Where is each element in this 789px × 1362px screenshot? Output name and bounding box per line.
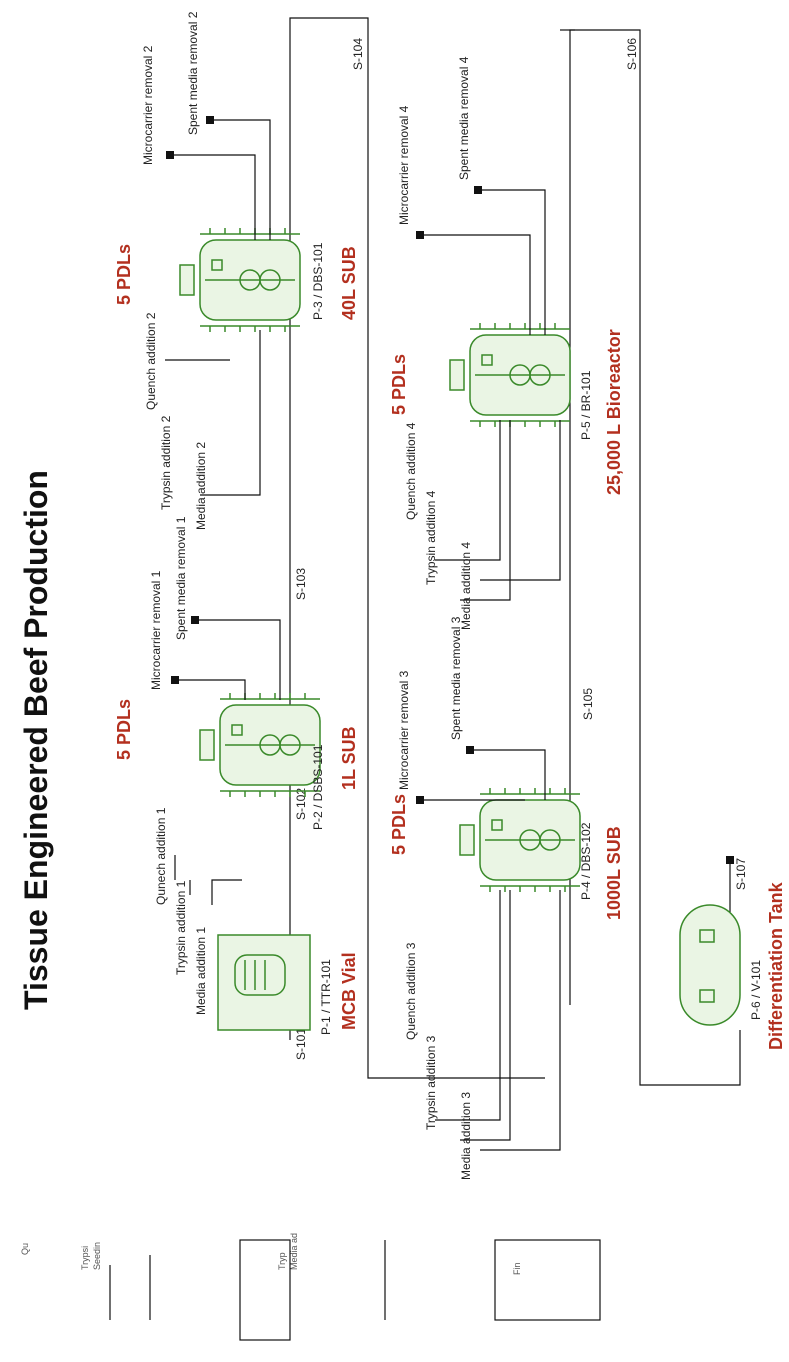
stream-labels: S-101 S-102 S-103 S-104 S-105 S-106 S-10… — [294, 38, 748, 1060]
unit-id-p2: P-2 / DSBS-101 — [311, 744, 325, 830]
input-trypsin-4: Trypsin addition 4 — [424, 490, 438, 585]
unit-differentiation-tank: P-6 / V-101 Differentiation Tank — [679, 881, 786, 1050]
output-microcarrier-3: Microcarrier removal 3 — [397, 670, 411, 790]
spent-media-marker-3 — [466, 746, 474, 754]
output-microcarrier-4: Microcarrier removal 4 — [397, 105, 411, 225]
stream-s102: S-102 — [294, 788, 308, 820]
unit-id-p1: P-1 / TTR-101 — [319, 959, 333, 1035]
input-quench-1: Qunech addition 1 — [154, 807, 168, 905]
output-microcarrier-1: Microcarrier removal 1 — [149, 570, 163, 690]
unit-name-1000l-sub: 1000L SUB — [604, 826, 624, 920]
input-quench-2: Quench addition 2 — [144, 312, 158, 410]
unit-id-p5: P-5 / BR-101 — [579, 370, 593, 440]
fragment-qu: Qu — [20, 1243, 30, 1255]
input-media-3: Media addition 3 — [459, 1092, 473, 1180]
stream-s107-marker — [726, 856, 734, 864]
spent-media-marker-1 — [191, 616, 199, 624]
input-media-2: Media addition 2 — [194, 442, 208, 530]
fragment-media-ad: Media ad — [289, 1233, 299, 1270]
input-media-1: Media addition 1 — [194, 927, 208, 1015]
input-trypsin-2: Trypsin addition 2 — [159, 415, 173, 510]
ui-fragments: Qu Trypsi Seedin Tryp Media ad Fin — [20, 1233, 601, 1341]
output-spent-media-1: Spent media removal 1 — [174, 516, 188, 640]
unit-name-bioreactor: 25,000 L Bioreactor — [604, 329, 624, 495]
fragment-seedin: Seedin — [92, 1242, 102, 1270]
diagram-title: Tissue Engineered Beef Production — [18, 470, 54, 1010]
output-microcarrier-2: Microcarrier removal 2 — [141, 45, 155, 165]
output-spent-media-3: Spent media removal 3 — [449, 616, 463, 740]
output-spent-media-2: Spent media removal 2 — [186, 11, 200, 135]
unit-mcb-vial: P-1 / TTR-101 MCB Vial — [217, 934, 359, 1035]
unit-id-p6: P-6 / V-101 — [749, 960, 763, 1020]
input-feeds: Media addition 1 Trypsin addition 1 Qune… — [144, 312, 561, 1180]
stream-s107: S-107 — [734, 858, 748, 890]
input-quench-3: Quench addition 3 — [404, 942, 418, 1040]
pdl-label-3: 5 PDLs — [389, 794, 409, 855]
spent-media-marker-2 — [206, 116, 214, 124]
input-trypsin-1: Trypsin addition 1 — [174, 880, 188, 975]
unit-name-1l-sub: 1L SUB — [339, 726, 359, 790]
stream-s104: S-104 — [351, 38, 365, 70]
fragment-tryp: Tryp — [277, 1252, 287, 1270]
pdl-label-1: 5 PDLs — [114, 699, 134, 760]
stream-s105: S-105 — [581, 688, 595, 720]
input-trypsin-3: Trypsin addition 3 — [424, 1035, 438, 1130]
unit-id-p3: P-3 / DBS-101 — [311, 242, 325, 320]
output-spent-media-4: Spent media removal 4 — [457, 56, 471, 180]
input-media-4: Media addition 4 — [459, 542, 473, 630]
stream-s103: S-103 — [294, 568, 308, 600]
unit-id-p4: P-4 / DBS-102 — [579, 822, 593, 900]
microcarrier-marker-4 — [416, 231, 424, 239]
microcarrier-marker-1 — [171, 676, 179, 684]
unit-1000l-sub: P-4 / DBS-102 1000L SUB 5 PDLs — [389, 787, 624, 920]
pdl-label-2: 5 PDLs — [114, 244, 134, 305]
stream-s101: S-101 — [294, 1028, 308, 1060]
stream-pipes — [289, 17, 741, 1086]
microcarrier-marker-2 — [166, 151, 174, 159]
fragment-trypsi: Trypsi — [80, 1246, 90, 1270]
unit-name-40l-sub: 40L SUB — [339, 246, 359, 320]
unit-name-mcb-vial: MCB Vial — [339, 952, 359, 1030]
unit-name-differentiation-tank: Differentiation Tank — [766, 881, 786, 1050]
output-removals: Microcarrier removal 1 Spent media remov… — [141, 11, 734, 864]
unit-1l-sub: P-2 / DSBS-101 1L SUB 5 PDLs — [114, 692, 359, 830]
input-quench-4: Quench addition 4 — [404, 422, 418, 520]
unit-40l-sub: P-3 / DBS-101 40L SUB 5 PDLs — [114, 227, 359, 333]
fragment-fin: Fin — [512, 1262, 522, 1275]
spent-media-marker-4 — [474, 186, 482, 194]
unit-25000l-bioreactor: P-5 / BR-101 25,000 L Bioreactor 5 PDLs — [389, 322, 624, 495]
microcarrier-marker-3 — [416, 796, 424, 804]
stream-s106: S-106 — [625, 38, 639, 70]
pdl-label-4: 5 PDLs — [389, 354, 409, 415]
